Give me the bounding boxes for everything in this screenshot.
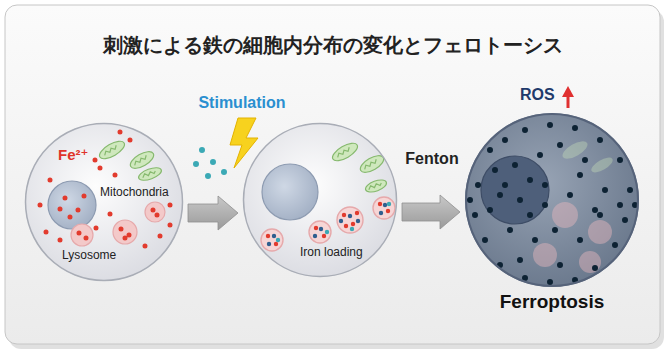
cell-body xyxy=(243,123,397,277)
mitochondrion-body xyxy=(97,138,127,162)
cell-body xyxy=(25,123,183,281)
part-label: Lysosome xyxy=(62,249,116,263)
lysosome xyxy=(373,197,395,219)
nucleus xyxy=(262,164,318,220)
mitochondrion xyxy=(137,165,163,183)
nucleus xyxy=(48,181,96,229)
mitochondrion-body xyxy=(137,165,163,183)
lysosome xyxy=(588,220,612,244)
mitochondria xyxy=(330,140,388,195)
mitochondrion xyxy=(364,178,388,195)
part-label: Fe²⁺ xyxy=(58,146,88,163)
stimulus-particles xyxy=(278,204,389,240)
loaded-lysosomes xyxy=(261,197,395,251)
loaded-dots xyxy=(269,205,385,244)
ros-dots xyxy=(470,125,635,282)
increase-arrowhead xyxy=(562,86,574,97)
arrow-label: Stimulation xyxy=(198,94,285,112)
part-label: Ferroptosis xyxy=(464,291,640,313)
cell-membrane xyxy=(26,124,183,281)
lysosome xyxy=(533,243,557,267)
block-arrow xyxy=(402,195,460,229)
cell-membrane xyxy=(244,124,397,277)
mitochondrion-crista xyxy=(133,155,147,165)
mitochondrion-crista xyxy=(336,147,350,157)
part-label: Mitochondria xyxy=(100,186,169,200)
lysosome xyxy=(145,202,165,222)
cell-node: Ferroptosis xyxy=(464,112,640,288)
mitochondrion-crista xyxy=(142,170,156,178)
mitochondria xyxy=(97,138,163,183)
mitochondrion-body xyxy=(364,178,388,195)
cell-node: Fe²⁺ MitochondriaLysosome xyxy=(24,122,184,282)
mitochondrion xyxy=(330,140,360,164)
annotation-label: ROS xyxy=(520,86,555,104)
lysosome xyxy=(71,224,93,246)
part-label: Iron loading xyxy=(300,246,363,260)
panel xyxy=(5,5,660,344)
cell-membrane xyxy=(466,114,638,286)
iron-dots xyxy=(40,132,170,246)
mitochondrion xyxy=(97,138,127,162)
cell-body xyxy=(465,113,639,287)
mitochondrion xyxy=(589,155,615,176)
figure-title: 刺激による鉄の細胞内分布の変化とフェロトーシス xyxy=(103,34,563,57)
lysosome xyxy=(579,251,601,273)
mitochondrion-crista xyxy=(363,159,377,169)
mitochondrion-crista xyxy=(103,145,117,155)
stimulus-particles xyxy=(196,150,224,176)
mitochondrion-crista xyxy=(368,182,382,190)
lysosome xyxy=(552,202,578,228)
faded-mitochondria xyxy=(560,138,615,176)
cell-node: Iron loading xyxy=(242,122,398,278)
arrow-label: Fenton xyxy=(405,150,458,168)
mitochondrion-body xyxy=(330,140,360,164)
cell-outline xyxy=(464,112,640,288)
block-arrow xyxy=(188,196,238,230)
iron-dots xyxy=(268,204,388,244)
